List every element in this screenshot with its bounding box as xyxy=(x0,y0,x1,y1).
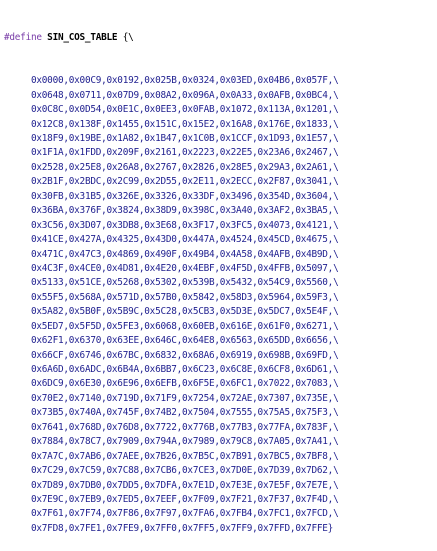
table-row: 0x1F1A,0x1FDD,0x209F,0x2161,0x2223,0x22E… xyxy=(4,146,437,160)
row-values: 0x5133,0x51CE,0x5268,0x5302,0x539B,0x543… xyxy=(31,277,339,289)
table-row: 0x0648,0x0711,0x07D9,0x08A2,0x096A,0x0A3… xyxy=(4,89,437,103)
table-row: 0x73B5,0x740A,0x745F,0x74B2,0x7504,0x755… xyxy=(4,406,437,420)
table-row: 0x70E2,0x7140,0x719D,0x71F9,0x7254,0x72A… xyxy=(4,392,437,406)
row-values: 0x0C8C,0x0D54,0x0E1C,0x0EE3,0x0FAB,0x107… xyxy=(31,104,339,116)
hex-table-rows: 0x0000,0x00C9,0x0192,0x025B,0x0324,0x03E… xyxy=(4,74,437,536)
table-row: 0x5ED7,0x5F5D,0x5FE3,0x6068,0x60EB,0x616… xyxy=(4,320,437,334)
table-row: 0x30FB,0x31B5,0x326E,0x3326,0x33DF,0x349… xyxy=(4,190,437,204)
row-values: 0x73B5,0x740A,0x745F,0x74B2,0x7504,0x755… xyxy=(31,407,339,419)
row-values: 0x62F1,0x6370,0x63EE,0x646C,0x64E8,0x656… xyxy=(31,335,339,347)
table-row: 0x4C3F,0x4CE0,0x4D81,0x4E20,0x4EBF,0x4F5… xyxy=(4,262,437,276)
row-values: 0x18F9,0x19BE,0x1A82,0x1B47,0x1C0B,0x1CC… xyxy=(31,133,339,144)
table-row: 0x18F9,0x19BE,0x1A82,0x1B47,0x1C0B,0x1CC… xyxy=(4,132,437,146)
table-row: 0x0C8C,0x0D54,0x0E1C,0x0EE3,0x0FAB,0x107… xyxy=(4,103,437,117)
row-values: 0x6DC9,0x6E30,0x6E96,0x6EFB,0x6F5E,0x6FC… xyxy=(31,378,339,390)
row-values: 0x2528,0x25E8,0x26A8,0x2767,0x2826,0x28E… xyxy=(31,161,339,173)
row-values: 0x5ED7,0x5F5D,0x5FE3,0x6068,0x60EB,0x616… xyxy=(31,320,339,332)
row-values: 0x41CE,0x427A,0x4325,0x43D0,0x447A,0x452… xyxy=(31,234,339,246)
row-values: 0x0000,0x00C9,0x0192,0x025B,0x0324,0x03E… xyxy=(31,75,339,87)
table-row: 0x7FD8,0x7FE1,0x7FE9,0x7FF0,0x7FF5,0x7FF… xyxy=(4,522,437,536)
row-values: 0x5A82,0x5B0F,0x5B9C,0x5C28,0x5CB3,0x5D3… xyxy=(31,306,339,318)
macro-name: SIN_COS_TABLE xyxy=(47,31,118,43)
define-line: #define SIN_COS_TABLE {\ xyxy=(4,31,437,45)
row-values: 0x36BA,0x376F,0x3824,0x38D9,0x398C,0x3A4… xyxy=(31,205,339,217)
row-values: 0x7F61,0x7F74,0x7F86,0x7F97,0x7FA6,0x7FB… xyxy=(31,508,339,520)
table-row: 0x7641,0x768D,0x76D8,0x7722,0x776B,0x77B… xyxy=(4,421,437,435)
row-values: 0x7E9C,0x7EB9,0x7ED5,0x7EEF,0x7F09,0x7F2… xyxy=(31,493,339,505)
row-values: 0x66CF,0x6746,0x67BC,0x6832,0x68A6,0x691… xyxy=(31,349,339,361)
row-values: 0x7884,0x78C7,0x7909,0x794A,0x7989,0x79C… xyxy=(31,436,339,448)
row-values: 0x3C56,0x3D07,0x3DB8,0x3E68,0x3F17,0x3FC… xyxy=(31,219,339,231)
row-values: 0x6A6D,0x6ADC,0x6B4A,0x6BB7,0x6C23,0x6C8… xyxy=(31,364,339,375)
code-view: #define SIN_COS_TABLE {\ 0x0000,0x00C9,0… xyxy=(4,31,437,534)
table-row: 0x7F61,0x7F74,0x7F86,0x7F97,0x7FA6,0x7FB… xyxy=(4,507,437,521)
table-row: 0x2528,0x25E8,0x26A8,0x2767,0x2826,0x28E… xyxy=(4,161,437,175)
table-row: 0x7884,0x78C7,0x7909,0x794A,0x7989,0x79C… xyxy=(4,435,437,449)
table-row: 0x5133,0x51CE,0x5268,0x5302,0x539B,0x543… xyxy=(4,276,437,290)
row-values: 0x0648,0x0711,0x07D9,0x08A2,0x096A,0x0A3… xyxy=(31,89,339,101)
row-values: 0x2B1F,0x2BDC,0x2C99,0x2D55,0x2E11,0x2EC… xyxy=(31,176,339,188)
row-values: 0x30FB,0x31B5,0x326E,0x3326,0x33DF,0x349… xyxy=(31,190,339,202)
row-values: 0x7D89,0x7DB0,0x7DD5,0x7DFA,0x7E1D,0x7E3… xyxy=(31,479,339,491)
row-values: 0x70E2,0x7140,0x719D,0x71F9,0x7254,0x72A… xyxy=(31,392,339,404)
table-row: 0x5A82,0x5B0F,0x5B9C,0x5C28,0x5CB3,0x5D3… xyxy=(4,305,437,319)
row-values: 0x7A7C,0x7AB6,0x7AEE,0x7B26,0x7B5C,0x7B9… xyxy=(31,450,339,462)
row-values: 0x7FD8,0x7FE1,0x7FE9,0x7FF0,0x7FF5,0x7FF… xyxy=(31,522,334,534)
table-row: 0x66CF,0x6746,0x67BC,0x6832,0x68A6,0x691… xyxy=(4,349,437,363)
table-row: 0x2B1F,0x2BDC,0x2C99,0x2D55,0x2E11,0x2EC… xyxy=(4,175,437,189)
row-values: 0x471C,0x47C3,0x4869,0x490F,0x49B4,0x4A5… xyxy=(31,248,339,260)
table-row: 0x41CE,0x427A,0x4325,0x43D0,0x447A,0x452… xyxy=(4,233,437,247)
open-brace: {\ xyxy=(117,31,134,43)
table-row: 0x62F1,0x6370,0x63EE,0x646C,0x64E8,0x656… xyxy=(4,334,437,348)
row-values: 0x12C8,0x138F,0x1455,0x151C,0x15E2,0x16A… xyxy=(31,118,339,130)
define-directive: #define xyxy=(4,31,42,43)
table-row: 0x7E9C,0x7EB9,0x7ED5,0x7EEF,0x7F09,0x7F2… xyxy=(4,493,437,507)
row-values: 0x7641,0x768D,0x76D8,0x7722,0x776B,0x77B… xyxy=(31,421,339,433)
row-values: 0x55F5,0x568A,0x571D,0x57B0,0x5842,0x58D… xyxy=(31,291,339,303)
table-row: 0x7A7C,0x7AB6,0x7AEE,0x7B26,0x7B5C,0x7B9… xyxy=(4,450,437,464)
table-row: 0x7C29,0x7C59,0x7C88,0x7CB6,0x7CE3,0x7D0… xyxy=(4,464,437,478)
table-row: 0x471C,0x47C3,0x4869,0x490F,0x49B4,0x4A5… xyxy=(4,248,437,262)
row-values: 0x7C29,0x7C59,0x7C88,0x7CB6,0x7CE3,0x7D0… xyxy=(31,465,339,477)
table-row: 0x3C56,0x3D07,0x3DB8,0x3E68,0x3F17,0x3FC… xyxy=(4,219,437,233)
table-row: 0x55F5,0x568A,0x571D,0x57B0,0x5842,0x58D… xyxy=(4,291,437,305)
table-row: 0x6DC9,0x6E30,0x6E96,0x6EFB,0x6F5E,0x6FC… xyxy=(4,377,437,391)
table-row: 0x36BA,0x376F,0x3824,0x38D9,0x398C,0x3A4… xyxy=(4,204,437,218)
row-values: 0x4C3F,0x4CE0,0x4D81,0x4E20,0x4EBF,0x4F5… xyxy=(31,262,339,274)
row-values: 0x1F1A,0x1FDD,0x209F,0x2161,0x2223,0x22E… xyxy=(31,147,339,159)
table-row: 0x6A6D,0x6ADC,0x6B4A,0x6BB7,0x6C23,0x6C8… xyxy=(4,363,437,377)
table-row: 0x12C8,0x138F,0x1455,0x151C,0x15E2,0x16A… xyxy=(4,118,437,132)
table-row: 0x7D89,0x7DB0,0x7DD5,0x7DFA,0x7E1D,0x7E3… xyxy=(4,479,437,493)
table-row: 0x0000,0x00C9,0x0192,0x025B,0x0324,0x03E… xyxy=(4,74,437,88)
